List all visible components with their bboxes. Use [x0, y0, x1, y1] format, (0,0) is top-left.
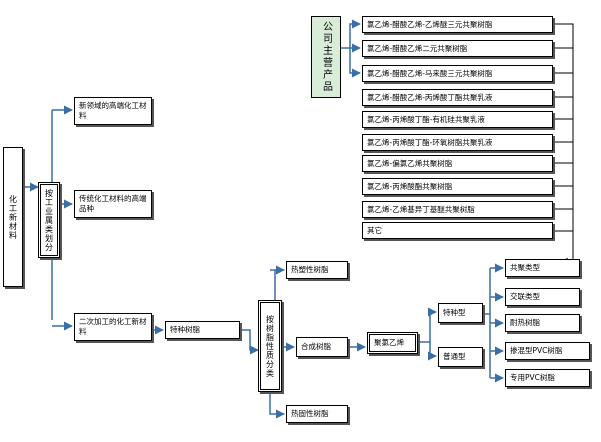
root-label: 化工新材料	[8, 194, 18, 240]
industry-item-secondary: 二次加工的化工新材料	[74, 313, 152, 341]
product-item: 氯乙烯-丙烯酸丁酯-有机硅共聚乳液	[362, 111, 553, 128]
industry-item-label: 新领域的高端化工材料	[79, 101, 147, 120]
product-label: 氯乙烯-乙烯基异丁基醚共聚树脂	[367, 204, 475, 214]
special-subtype-label: 耐热树脂	[510, 318, 540, 327]
product-item: 氯乙烯-丙烯酸丁酯-环氧树脂共聚乳液	[362, 134, 553, 151]
product-label: 氯乙烯-丙烯酸酯共聚树脂	[367, 181, 453, 191]
property-classify-node: 按树脂性质分类	[258, 300, 282, 392]
product-item: 氯乙烯-丙烯酸酯共聚树脂	[362, 178, 553, 195]
product-item: 氯乙烯-醋酸乙烯-乙烯醚三元共聚树脂	[362, 16, 553, 33]
product-item: 氯乙烯-醋酸乙烯二元共聚树脂	[362, 40, 553, 57]
pvc-type-label: 特种型	[443, 308, 466, 317]
special-subtype-dedicated: 专用PVC树脂	[505, 369, 590, 387]
pvc-type-label: 普通型	[443, 352, 466, 361]
special-subtype-blend: 掺混型PVC树脂	[505, 342, 590, 360]
company-products-label: 公司主营产品	[320, 21, 332, 93]
special-materials-node: 特种树脂	[165, 321, 240, 339]
property-item-synthetic: 合成树脂	[296, 337, 348, 357]
special-subtype-crosslink: 交联类型	[505, 288, 580, 306]
industry-item-traditional: 传统化工材料的高端品种	[74, 190, 152, 218]
industry-item-label: 二次加工的化工新材料	[79, 317, 147, 336]
product-item: 氯乙烯-乙烯基异丁基醚共聚树脂	[362, 201, 553, 218]
special-subtype-heat-resistant: 耐热树脂	[505, 314, 580, 332]
industry-classify-label: 按工业属类划分	[44, 188, 54, 252]
product-item: 氯乙烯-偏氯乙烯共聚树脂	[362, 155, 553, 172]
product-label: 氯乙烯-醋酸乙烯二元共聚树脂	[367, 43, 468, 53]
special-subtype-label: 交联类型	[510, 292, 540, 301]
industry-classify-node: 按工业属类划分	[38, 182, 60, 258]
property-item-thermoplastic: 热塑性树脂	[286, 261, 348, 279]
product-label: 其它	[367, 225, 382, 235]
property-item-label: 热塑性树脂	[291, 265, 329, 274]
property-item-label: 热固性树脂	[291, 409, 329, 418]
special-subtype-copolymer: 共聚类型	[505, 259, 580, 277]
special-subtype-label: 掺混型PVC树脂	[510, 346, 563, 355]
product-item: 其它	[362, 222, 553, 239]
industry-item-label: 传统化工材料的高端品种	[79, 194, 147, 213]
pvc-label: 聚氯乙烯	[374, 338, 404, 347]
product-label: 氯乙烯-丙烯酸丁酯-环氧树脂共聚乳液	[367, 137, 493, 147]
product-label: 氯乙烯-醋酸乙烯-丙烯酸丁酯共聚乳液	[367, 92, 493, 102]
property-item-thermoset: 热固性树脂	[286, 405, 348, 423]
pvc-type-normal: 普通型	[438, 347, 483, 367]
special-materials-label: 特种树脂	[170, 325, 200, 334]
company-products-label-box: 公司主营产品	[311, 16, 341, 98]
property-classify-label: 按树脂性质分类	[265, 314, 275, 378]
root-node: 化工新材料	[3, 147, 23, 287]
product-label: 氯乙烯-丙烯酸丁酯-有机硅共聚乳液	[367, 114, 485, 124]
industry-item-new-field: 新领域的高端化工材料	[74, 97, 152, 125]
product-label: 氯乙烯-醋酸乙烯-乙烯醚三元共聚树脂	[367, 19, 493, 29]
special-subtype-label: 共聚类型	[510, 263, 540, 272]
pvc-node: 聚氯乙烯	[367, 332, 418, 354]
product-label: 氯乙烯-偏氯乙烯共聚树脂	[367, 158, 453, 168]
pvc-type-special: 特种型	[438, 303, 483, 323]
special-subtype-label: 专用PVC树脂	[510, 373, 555, 382]
product-label: 氯乙烯-醋酸乙烯-马来酸三元共聚树脂	[367, 68, 493, 78]
property-item-label: 合成树脂	[301, 342, 331, 351]
product-item: 氯乙烯-醋酸乙烯-丙烯酸丁酯共聚乳液	[362, 89, 553, 106]
product-item: 氯乙烯-醋酸乙烯-马来酸三元共聚树脂	[362, 65, 553, 82]
